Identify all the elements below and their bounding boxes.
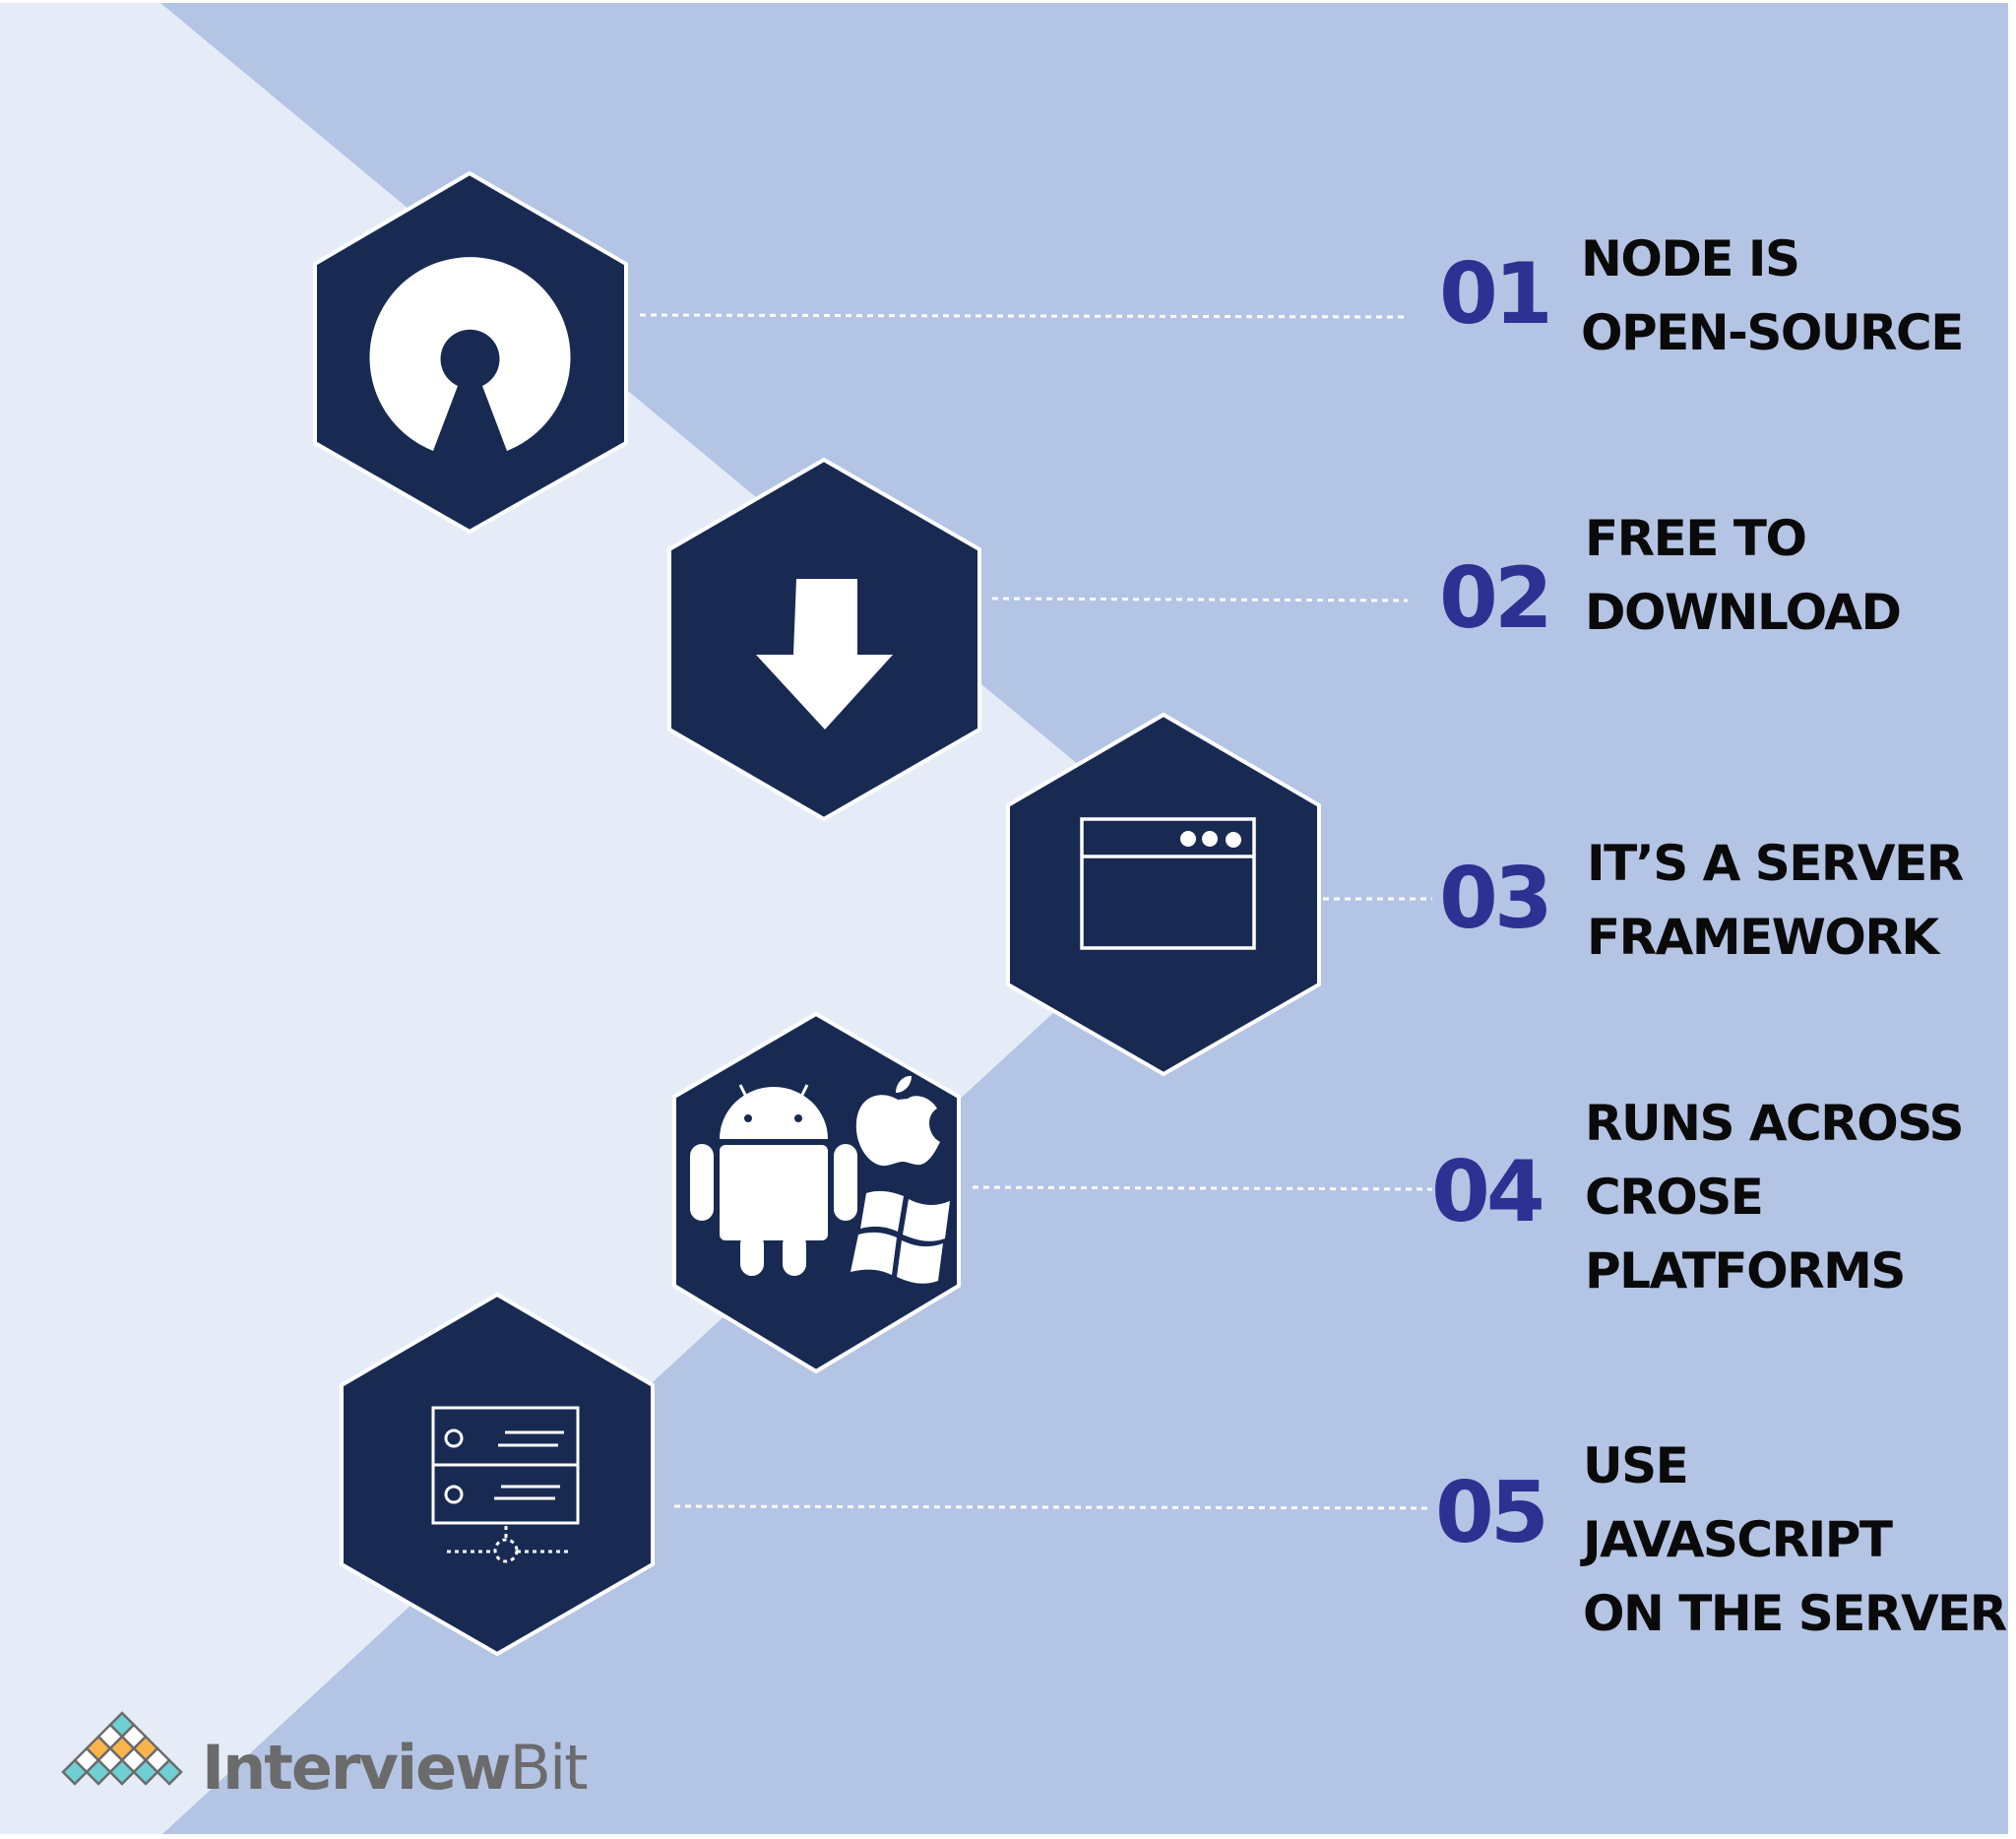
connector-01 bbox=[639, 313, 1407, 319]
hexagon-open-source bbox=[313, 170, 628, 535]
feature-number-05: 05 bbox=[1435, 1464, 1549, 1562]
feature-label-03: IT’S A SERVER FRAMEWORK bbox=[1587, 827, 1964, 975]
server-network-icon bbox=[431, 1406, 580, 1563]
brand-name-light: Bit bbox=[509, 1732, 588, 1804]
feature-label-line: FRAMEWORK bbox=[1587, 909, 1939, 966]
feature-label-line: ON THE SERVER bbox=[1583, 1585, 2007, 1642]
connector-04 bbox=[972, 1185, 1433, 1191]
hexagon-javascript-server bbox=[340, 1292, 655, 1657]
apple-icon bbox=[855, 1075, 940, 1167]
brand-name-bold: Interview bbox=[202, 1732, 511, 1804]
feature-number-02: 02 bbox=[1439, 549, 1553, 648]
feature-label-line: OPEN-SOURCE bbox=[1581, 304, 1964, 361]
open-source-keyhole-icon bbox=[369, 257, 571, 451]
android-icon bbox=[690, 1084, 857, 1276]
feature-label-line: RUNS ACROSS bbox=[1585, 1095, 1965, 1152]
feature-label-line: NODE IS bbox=[1581, 230, 1800, 287]
feature-number-03: 03 bbox=[1439, 850, 1553, 948]
hexagon-server-framework bbox=[1006, 712, 1321, 1077]
connector-02 bbox=[991, 597, 1409, 602]
windows-icon bbox=[850, 1190, 950, 1284]
feature-label-line: DOWNLOAD bbox=[1585, 584, 1902, 641]
hexagon-download bbox=[667, 457, 981, 822]
brand-wordmark: InterviewBit bbox=[202, 1738, 589, 1799]
feature-label-01: NODE IS OPEN-SOURCE bbox=[1581, 222, 1964, 370]
feature-label-line: CROSE bbox=[1585, 1169, 1764, 1226]
download-arrow-icon bbox=[756, 579, 893, 729]
dotted-connectors bbox=[639, 313, 1433, 1510]
feature-label-line: JAVASCRIPT bbox=[1583, 1511, 1893, 1568]
hexagon-cross-platform bbox=[672, 1011, 961, 1374]
feature-number-01: 01 bbox=[1439, 245, 1553, 344]
browser-window-icon bbox=[1080, 817, 1256, 950]
feature-label-line: PLATFORMS bbox=[1585, 1242, 1906, 1300]
feature-label-05: USE JAVASCRIPT ON THE SERVER bbox=[1583, 1429, 2007, 1651]
background-light-wedge bbox=[0, 3, 1207, 1834]
feature-number-04: 04 bbox=[1431, 1143, 1545, 1241]
interviewbit-pyramid-logo bbox=[61, 1711, 183, 1786]
feature-label-02: FREE TO DOWNLOAD bbox=[1585, 502, 1902, 650]
feature-label-line: FREE TO bbox=[1585, 510, 1807, 567]
connector-05 bbox=[673, 1504, 1433, 1510]
feature-label-04: RUNS ACROSS CROSE PLATFORMS bbox=[1585, 1087, 1965, 1308]
feature-label-line: IT’S A SERVER bbox=[1587, 835, 1964, 892]
feature-label-line: USE bbox=[1583, 1437, 1689, 1494]
